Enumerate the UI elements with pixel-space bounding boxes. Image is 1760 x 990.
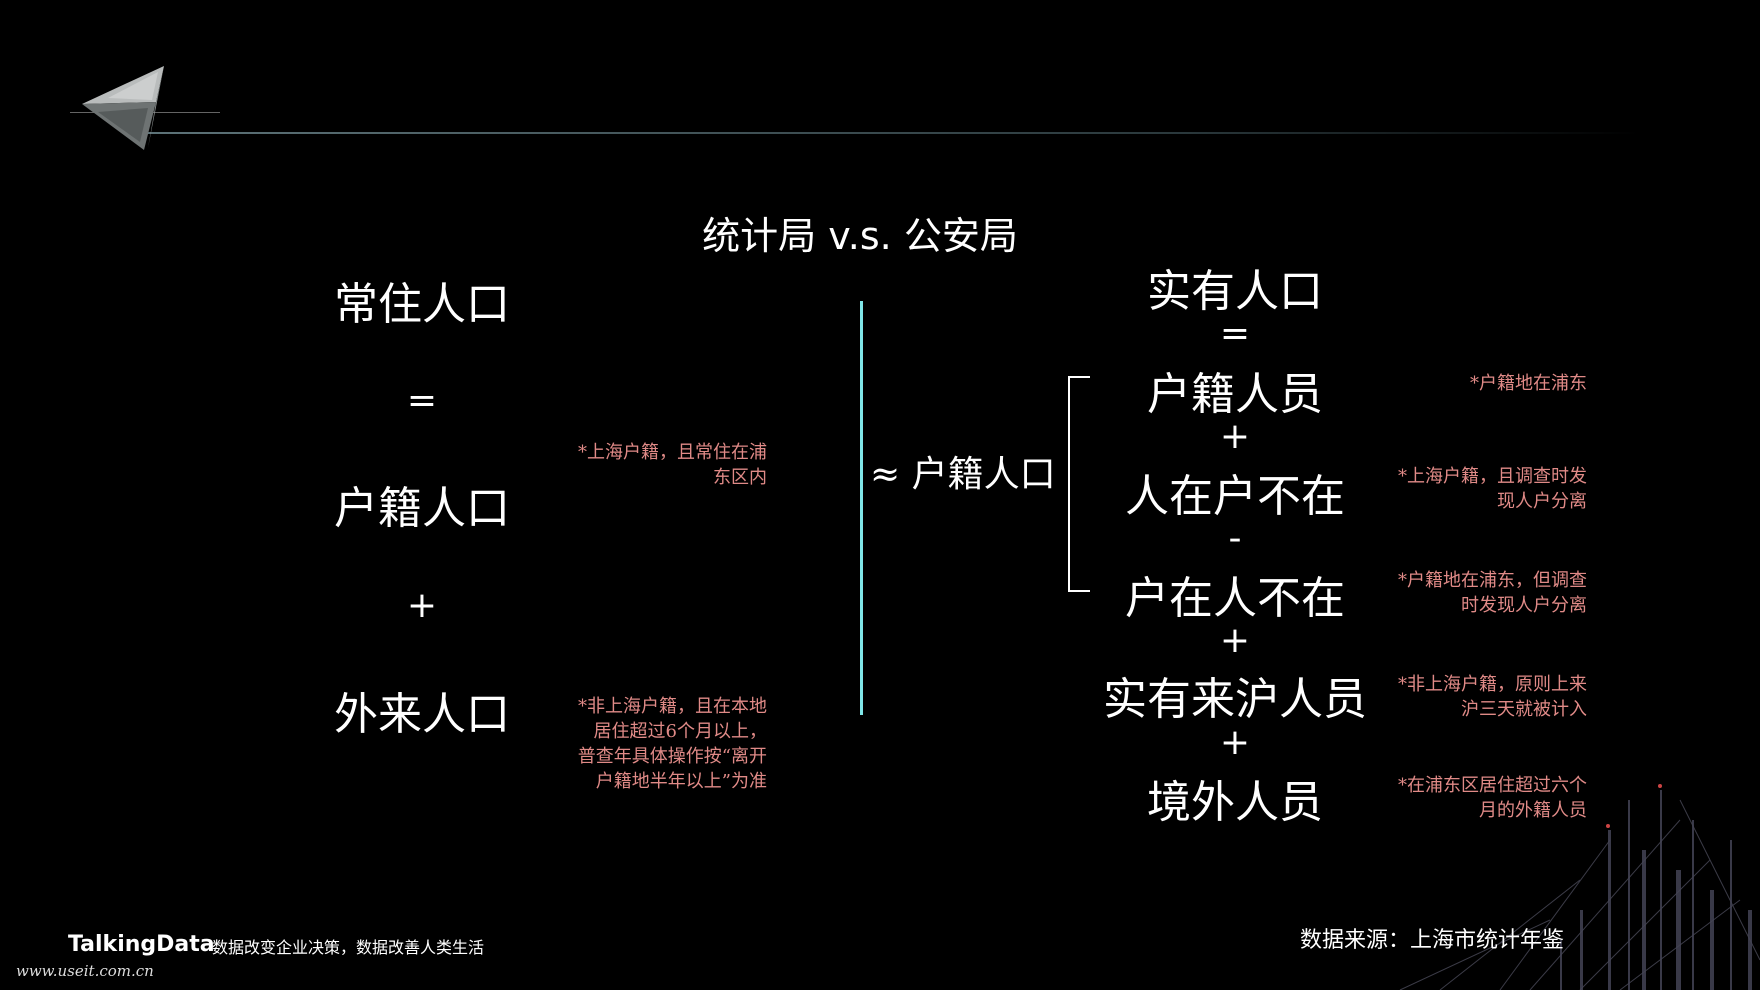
left-term-migrant-population: 外来人口 [322, 678, 522, 742]
logo-icon [78, 62, 228, 152]
right-plus-sign-3: + [1100, 722, 1370, 763]
watermark-url: www.useit.com.cn [16, 962, 154, 980]
left-note-registered: *上海户籍，且常住在浦 东区内 [520, 440, 767, 490]
grouping-bracket [1068, 376, 1090, 592]
brand-logo-text: TalkingData [68, 932, 215, 957]
right-minus-sign: - [1100, 518, 1370, 559]
right-note-registered: *户籍地在浦东 [1370, 371, 1587, 396]
left-equals-sign: = [322, 380, 522, 421]
right-term-actual-population: 实有人口 [1100, 255, 1370, 319]
right-term-actual-shanghai-arrivals: 实有来沪人员 [1100, 663, 1370, 727]
right-plus-sign-2: + [1100, 620, 1370, 661]
brand-slogan: 数据改变企业决策，数据改善人类生活 [212, 934, 484, 958]
left-note-migrant: *非上海户籍，且在本地 居住超过6个月以上， 普查年具体操作按“离开 户籍地半年… [520, 694, 767, 794]
center-divider [860, 301, 863, 715]
skyline-icon [1380, 760, 1760, 990]
right-plus-sign-1: + [1100, 416, 1370, 457]
right-term-foreign-persons: 境外人员 [1100, 766, 1370, 830]
data-source-label: 数据来源：上海市统计年鉴 [1300, 922, 1564, 954]
right-equals-sign: = [1100, 313, 1370, 354]
right-term-registration-present-person-away: 户在人不在 [1100, 562, 1370, 626]
left-term-registered-population: 户籍人口 [322, 472, 522, 536]
right-note-arrivals: *非上海户籍，原则上来 沪三天就被计入 [1370, 672, 1587, 722]
right-term-registered-persons: 户籍人员 [1100, 358, 1370, 422]
right-term-person-present-registration-away: 人在户不在 [1100, 460, 1370, 524]
right-note-registration-present: *户籍地在浦东，但调查 时发现人户分离 [1370, 568, 1587, 618]
left-term-resident-population: 常住人口 [322, 268, 522, 332]
slide-title: 统计局 v.s. 公安局 [0, 205, 1720, 260]
approx-registered-label: ≈ 户籍人口 [870, 445, 1056, 497]
header-rule [130, 132, 1640, 134]
right-note-person-present: *上海户籍，且调查时发 现人户分离 [1370, 464, 1587, 514]
left-plus-sign: + [322, 585, 522, 626]
